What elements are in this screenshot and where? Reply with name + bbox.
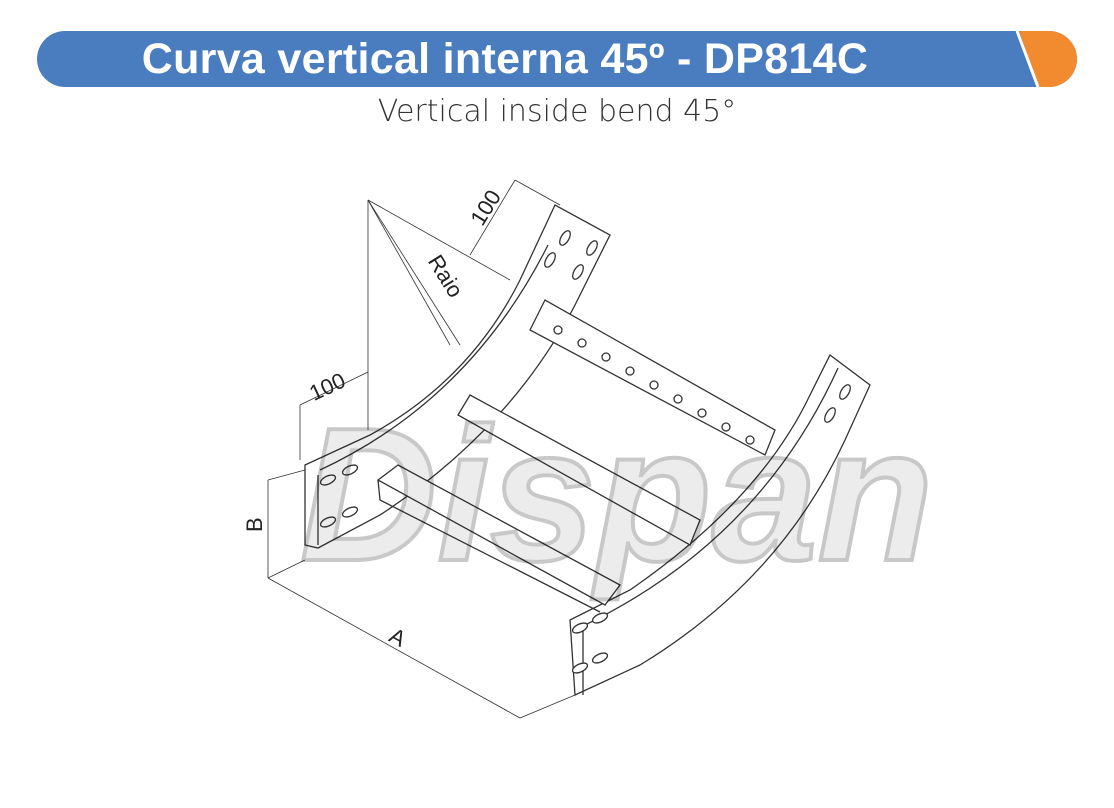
page-title: Curva vertical interna 45º - DP814C — [141, 35, 869, 83]
title-banner — [37, 31, 1077, 87]
dimension-radius: Raio — [423, 250, 468, 302]
watermark-logo: Dispan — [300, 389, 933, 601]
slots — [319, 230, 851, 674]
dimension-a: A — [385, 623, 410, 652]
dimension-b: B — [242, 517, 267, 532]
dimension-lines — [267, 179, 576, 719]
dimension-top-100: 100 — [465, 185, 506, 229]
page-subtitle: Vertical inside bend 45° — [377, 94, 737, 129]
banner-shape — [37, 31, 1077, 87]
cable-tray-bend — [304, 204, 871, 696]
